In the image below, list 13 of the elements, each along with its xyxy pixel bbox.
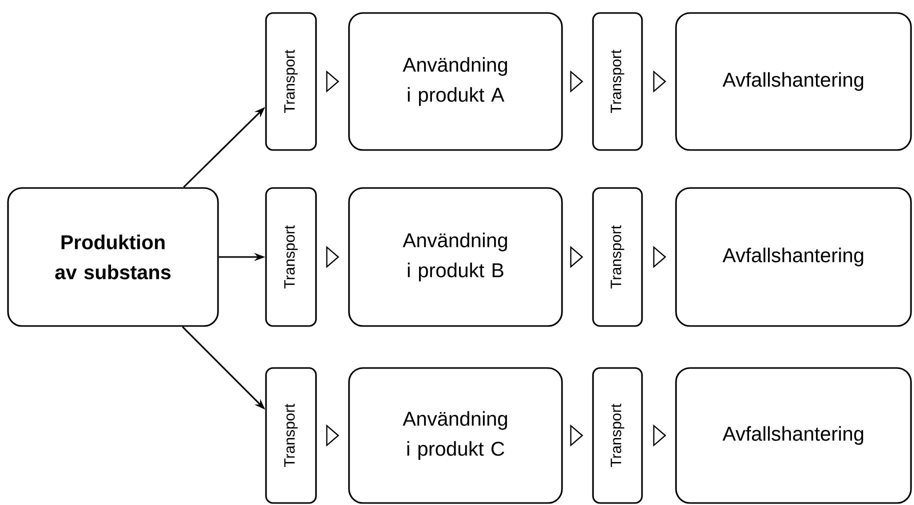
process-box: Användning i produkt B [348,187,563,327]
process-box: Produktion av substans [7,187,219,327]
transport-box: Transport [265,367,317,504]
transport-box: Transport [592,12,643,151]
transport-box: Transport [592,187,643,327]
process-box: Användning i produkt C [348,367,563,504]
transport-box: Transport [592,367,643,504]
process-box: Avfallshantering [675,187,912,327]
transport-box: Transport [265,187,317,327]
process-box: Avfallshantering [675,367,912,504]
transport-box: Transport [265,12,317,151]
process-box: Avfallshantering [675,12,912,151]
process-box: Användning i produkt A [348,12,563,151]
